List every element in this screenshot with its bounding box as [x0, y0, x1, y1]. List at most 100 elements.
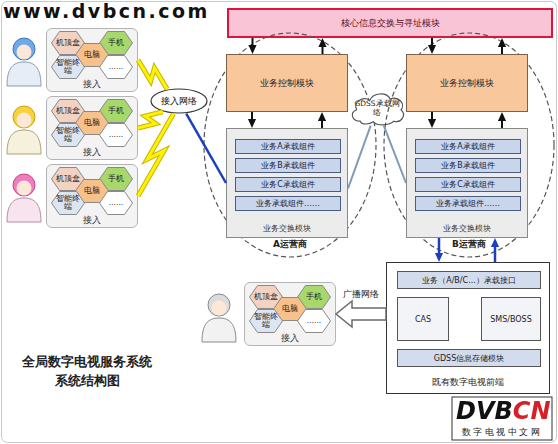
lightning-connector — [138, 60, 167, 89]
headend-box: 既有数字电视前端业务（A/B/C...）承载接口 CAS SMS/BOSS GDSS信… — [386, 262, 550, 394]
node-label: 业务B承载组件 — [416, 159, 520, 172]
device-group: 接入机顶盒手机电脑智能终端...... — [46, 28, 138, 92]
connector-line — [321, 120, 323, 128]
component-box: 业务承载组件…… — [235, 196, 341, 211]
user-face — [212, 301, 227, 316]
logo-frame — [452, 397, 552, 440]
arrow-head — [435, 253, 443, 262]
node-label: 智能终端 — [51, 55, 85, 79]
user-icon — [202, 294, 236, 342]
arrow-head — [428, 45, 436, 54]
diagram-title: 全局数字电视服务系统 系统结构图 — [12, 352, 162, 390]
node-label: 业务（A/B/C...）承载接口 — [398, 272, 540, 288]
user-face — [17, 113, 32, 128]
node-label: 业务C承载组件 — [416, 178, 520, 191]
connector-line — [431, 112, 433, 120]
arrow-pair — [428, 112, 506, 128]
ellipse-outline — [204, 33, 376, 257]
connector-line — [384, 126, 406, 183]
user-head — [13, 174, 35, 196]
user-body — [7, 130, 41, 154]
connector-line — [431, 38, 433, 46]
logo-subtitle: 数字电视中文网 — [452, 426, 552, 439]
hex-outline — [100, 124, 133, 147]
component-box: 业务B承载组件 — [235, 158, 341, 173]
node-label: GDSS承载网络 — [347, 90, 407, 126]
lightning-outline — [138, 114, 173, 196]
arrow-pair — [248, 38, 326, 54]
device-hex: 智能终端 — [51, 191, 85, 215]
user-body — [7, 198, 41, 222]
device-hex: 智能终端 — [249, 309, 283, 333]
arrow-head — [248, 119, 256, 128]
node-label: 既有数字电视前端 — [387, 376, 549, 389]
control-box: 业务控制模块 — [406, 54, 528, 112]
user-face — [17, 181, 32, 196]
node-label: 智能终端 — [51, 123, 85, 147]
connector-line — [501, 120, 503, 128]
node-label: A运营商 — [203, 238, 377, 251]
arrow-head — [318, 38, 326, 47]
logo-text: DVBCN — [456, 398, 551, 424]
user-icon — [7, 38, 41, 86]
node-label: ...... — [99, 55, 133, 79]
node-label: 业务承载组件…… — [416, 197, 520, 210]
ellipse-outline — [384, 33, 554, 257]
node-label: ...... — [99, 191, 133, 215]
network-link — [348, 126, 371, 189]
hex-outline — [52, 56, 85, 79]
arrow-head — [248, 45, 256, 54]
user-icon — [7, 106, 41, 154]
node-label: GDSS信息存储模块 — [398, 350, 540, 366]
lightning-bolt — [138, 112, 163, 128]
node-label: 业务交换模块 — [407, 223, 527, 234]
user-face — [17, 45, 32, 60]
device-hex: ...... — [99, 123, 133, 147]
interface-box: 业务（A/B/C...）承载接口 — [397, 271, 541, 289]
device-group: 接入机顶盒手机电脑智能终端...... — [244, 282, 336, 346]
device-hex: ...... — [99, 191, 133, 215]
connector-line — [501, 46, 503, 54]
lightning-bolt — [138, 60, 167, 89]
node-label: ...... — [99, 123, 133, 147]
arrow-pair — [435, 238, 499, 262]
user-head — [13, 106, 35, 128]
connector-line — [251, 112, 253, 120]
broadcast-arrow — [336, 301, 386, 327]
node-label: B运营商 — [383, 238, 555, 251]
connector-line — [322, 46, 324, 54]
device-hex: 智能终端 — [51, 123, 85, 147]
network-cloud: GDSS承载网络 — [347, 90, 407, 126]
user-head — [13, 38, 35, 60]
network-link — [186, 114, 226, 183]
watermark: www.dvbcn.com — [3, 0, 210, 22]
component-box: 业务B承载组件 — [415, 158, 521, 173]
hollow-arrow — [336, 301, 386, 327]
user-head — [208, 294, 230, 316]
operator-ellipse: B运营商 业务控制模块业务交换模块业务A承载组件业务B承载组件业务C承载组件业务承… — [383, 32, 555, 258]
lightning-bolt — [138, 114, 173, 196]
device-hex: 智能终端 — [51, 55, 85, 79]
node-label: 核心信息交换与寻址模块 — [229, 10, 551, 36]
connector-line — [494, 246, 497, 262]
node-label: 接入 — [245, 333, 335, 344]
storage-box: GDSS信息存储模块 — [397, 349, 541, 367]
connector-line — [438, 238, 441, 254]
device-hex: ...... — [99, 55, 133, 79]
node-label: CAS — [398, 298, 448, 340]
component-box: 业务A承载组件 — [235, 139, 341, 154]
node-label: SMS/BOSS — [482, 298, 540, 340]
hex-outline — [52, 124, 85, 147]
node-label: 业务控制模块 — [227, 55, 347, 111]
node-label: ...... — [297, 309, 331, 333]
arrow-head — [498, 38, 506, 47]
arrow-pair — [248, 112, 326, 128]
exchange-box: 业务交换模块业务A承载组件业务B承载组件业务C承载组件业务承载组件…… — [406, 128, 528, 238]
lightning-outline — [138, 60, 167, 89]
node-label: 业务A承载组件 — [416, 140, 520, 153]
lightning-outline — [138, 112, 163, 128]
component-box: 业务承载组件…… — [415, 196, 521, 211]
lightning-connector — [138, 114, 173, 196]
node-label: 业务B承载组件 — [236, 159, 340, 172]
